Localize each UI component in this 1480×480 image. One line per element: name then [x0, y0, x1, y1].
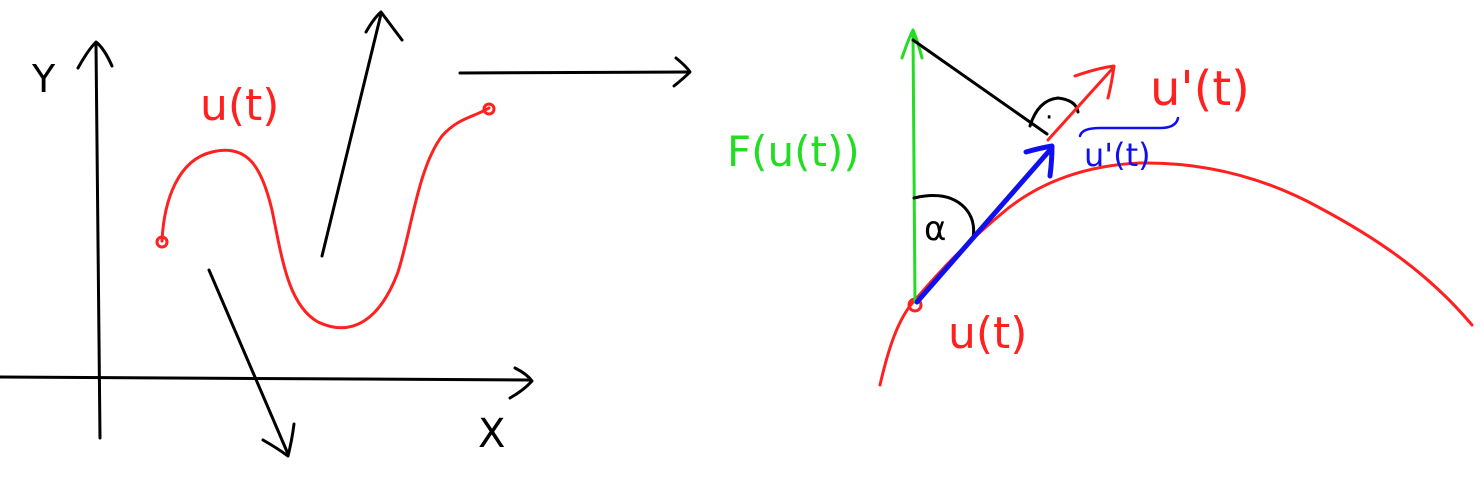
y-axis — [94, 43, 102, 440]
tangent-brace — [1078, 116, 1180, 138]
force-vector-arrowhead — [900, 28, 924, 60]
down-vector — [207, 268, 290, 456]
curve-u-label: u(t) — [200, 80, 279, 131]
force-label: F(u(t)) — [727, 127, 860, 176]
x-axis-label: X — [478, 411, 505, 457]
y-axis-arrowhead — [76, 40, 114, 70]
right-vector — [458, 70, 690, 75]
right-angle-mark — [1028, 96, 1080, 128]
tangent-label: u'(t) — [1084, 136, 1151, 174]
derivative-label: u'(t) — [1150, 61, 1250, 117]
force-vector — [911, 31, 917, 304]
x-axis-arrowhead — [508, 366, 534, 400]
x-axis — [0, 375, 532, 382]
up-vector-arrowhead — [364, 10, 404, 42]
right-angle-dot: · — [1045, 103, 1053, 133]
projection-line — [911, 38, 1049, 136]
down-vector-arrowhead — [261, 422, 296, 458]
right-vector-arrowhead — [672, 56, 692, 88]
point-u-label: u(t) — [948, 308, 1027, 359]
tangent-vector — [914, 147, 1053, 305]
derivative-vector-arrowhead — [1073, 64, 1116, 100]
y-axis-label: Y — [31, 57, 56, 101]
tangent-vector-arrowhead — [1023, 143, 1055, 179]
up-vector — [320, 12, 383, 258]
derivative-vector — [1046, 66, 1115, 142]
right-figure: u(t) F(u(t)) · α u'(t) u'(t) — [727, 28, 1474, 387]
angle-label: α — [924, 209, 946, 249]
left-figure: Y X u(t) — [0, 10, 692, 458]
curve-u — [160, 106, 491, 330]
curve-start-point — [155, 235, 169, 249]
angle-arc — [912, 194, 976, 240]
curve-end-point — [482, 102, 496, 116]
